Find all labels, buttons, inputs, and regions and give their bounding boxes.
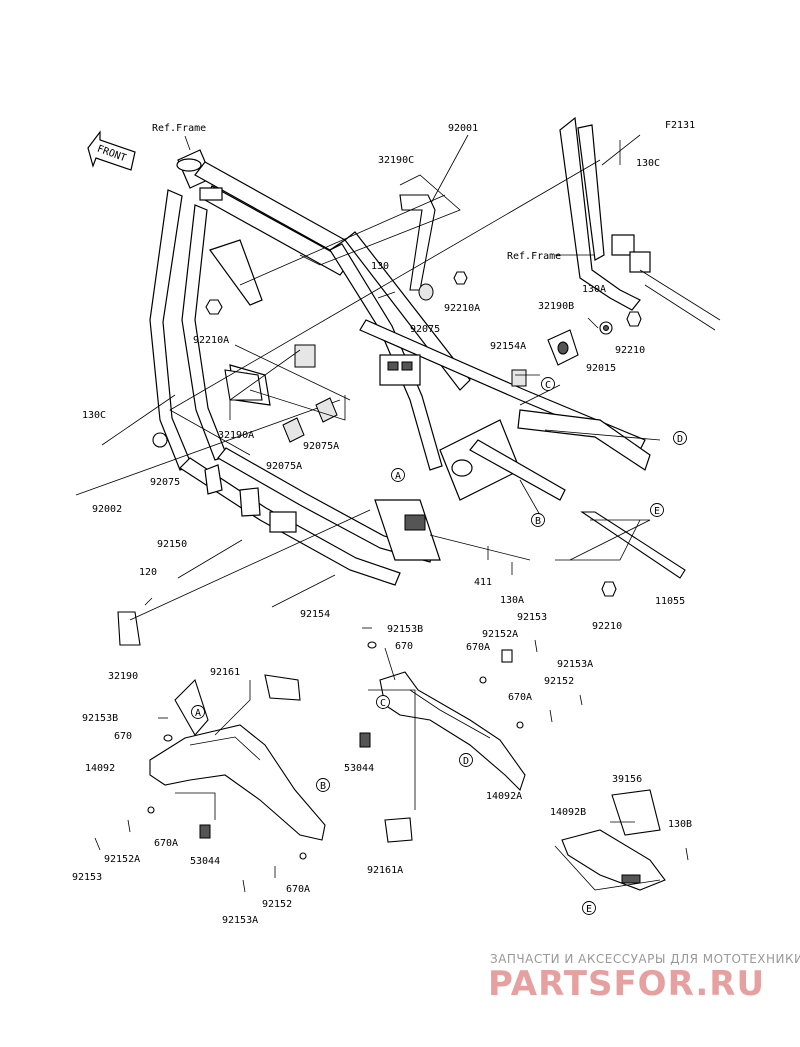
label-130c-left: 130C xyxy=(82,410,106,421)
label-92210a-top: 92210A xyxy=(444,303,480,314)
label-92075-left: 92075 xyxy=(150,477,180,488)
label-670-left: 670 xyxy=(114,731,132,742)
parts xyxy=(75,134,686,646)
front-arrow-icon: FRONT xyxy=(87,130,136,171)
cover-14092A xyxy=(359,671,526,843)
watermark-tagline: ЗАПЧАСТИ И АКСЕССУАРЫ ДЛЯ МОТОТЕХНИКИ xyxy=(490,952,800,966)
label-92002: 92002 xyxy=(92,504,122,515)
fasteners xyxy=(94,627,689,893)
callout-b-1: B xyxy=(535,516,541,527)
callout-a-2: A xyxy=(195,708,201,719)
cover-14092 xyxy=(149,674,326,841)
label-32190c: 32190C xyxy=(378,155,414,166)
label-32190: 32190 xyxy=(108,671,138,682)
labels: F2131 Ref.Frame Ref.Frame 92001 32190C 1… xyxy=(72,120,695,926)
label-670a-left-1: 670A xyxy=(154,838,178,849)
label-92153-center: 92153 xyxy=(517,612,547,623)
callout-d-2: D xyxy=(463,756,469,767)
label-92075a-left: 92075A xyxy=(266,461,302,472)
label-92153b-center: 92153B xyxy=(387,624,423,635)
label-92154a: 92154A xyxy=(490,341,526,352)
label-670a-left-2: 670A xyxy=(286,884,310,895)
label-92210a-left: 92210A xyxy=(193,335,229,346)
watermark-brand: PARTSFOR.RU xyxy=(488,964,765,1004)
label-ref-frame-2: Ref.Frame xyxy=(507,251,561,262)
callout-d-1: D xyxy=(677,434,683,445)
label-92075-top: 92075 xyxy=(410,324,440,335)
label-92152-left: 92152 xyxy=(262,899,292,910)
frame-main xyxy=(149,149,646,586)
label-ref-frame-1: Ref.Frame xyxy=(152,123,206,134)
label-53044-center: 53044 xyxy=(344,763,374,774)
label-130b: 130B xyxy=(668,819,692,830)
label-411: 411 xyxy=(474,577,492,588)
label-92152-center: 92152 xyxy=(544,676,574,687)
label-32190b: 32190B xyxy=(538,301,574,312)
callout-c-2: C xyxy=(380,698,386,709)
label-120: 120 xyxy=(139,567,157,578)
callout-e-1: E xyxy=(654,506,660,517)
watermark: ЗАПЧАСТИ И АКСЕССУАРЫ ДЛЯ МОТОТЕХНИКИ PA… xyxy=(488,952,800,1004)
label-130c-right: 130C xyxy=(636,158,660,169)
label-14092a: 14092A xyxy=(486,791,522,802)
label-92210-bottom: 92210 xyxy=(592,621,622,632)
frame-right xyxy=(559,116,721,331)
cover-14092B xyxy=(561,789,666,891)
label-130a-top: 130A xyxy=(582,284,606,295)
label-92154: 92154 xyxy=(300,609,330,620)
label-92153b-left: 92153B xyxy=(82,713,118,724)
callout-a-1: A xyxy=(395,471,401,482)
label-670a-center-2: 670A xyxy=(508,692,532,703)
label-92161: 92161 xyxy=(210,667,240,678)
label-92153-left: 92153 xyxy=(72,872,102,883)
label-53044-left: 53044 xyxy=(190,856,220,867)
label-130: 130 xyxy=(371,261,389,272)
label-92153a-center: 92153A xyxy=(557,659,593,670)
label-92015: 92015 xyxy=(586,363,616,374)
callout-c-1: C xyxy=(545,380,551,391)
label-92210-right: 92210 xyxy=(615,345,645,356)
label-14092b: 14092B xyxy=(550,807,586,818)
callouts: A B C D E A B C D E xyxy=(191,377,687,915)
label-130a-bottom: 130A xyxy=(500,595,524,606)
label-92001: 92001 xyxy=(448,123,478,134)
leader-lines xyxy=(129,135,661,891)
callout-e-2: E xyxy=(586,904,592,915)
label-14092: 14092 xyxy=(85,763,115,774)
swingarm xyxy=(469,409,651,501)
callout-b-2: B xyxy=(320,781,326,792)
label-39156: 39156 xyxy=(612,774,642,785)
label-92161a: 92161A xyxy=(367,865,403,876)
label-670-center: 670 xyxy=(395,641,413,652)
label-11055: 11055 xyxy=(655,596,685,607)
diagram-code: F2131 xyxy=(665,120,695,131)
label-32190a: 32190A xyxy=(218,430,254,441)
label-92152a-center: 92152A xyxy=(482,629,518,640)
label-670a-center-1: 670A xyxy=(466,642,490,653)
label-92150: 92150 xyxy=(157,539,187,550)
label-92075a-right: 92075A xyxy=(303,441,339,452)
label-92152a-left: 92152A xyxy=(104,854,140,865)
label-92153a-left: 92153A xyxy=(222,915,258,926)
